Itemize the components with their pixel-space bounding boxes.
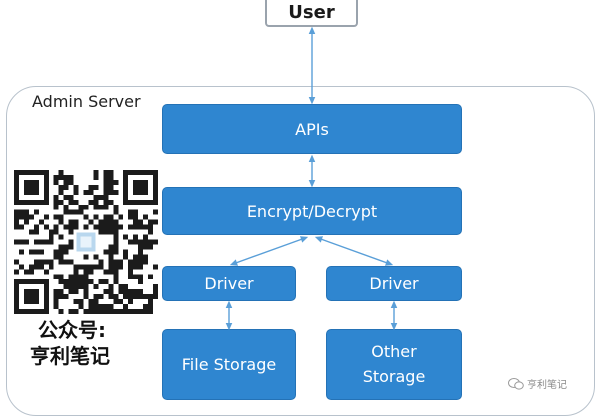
file-storage-block: File Storage: [162, 329, 296, 400]
apis-label: APIs: [295, 119, 329, 139]
encrypt-decrypt-label: Encrypt/Decrypt: [246, 201, 378, 221]
wechat-icon: [508, 377, 524, 390]
wechat-account-name: 亨利笔记: [30, 344, 110, 368]
watermark: 亨利笔记: [508, 376, 567, 391]
driver-right-label: Driver: [369, 274, 419, 293]
encrypt-decrypt-block: Encrypt/Decrypt: [162, 187, 462, 235]
apis-block: APIs: [162, 104, 462, 154]
file-storage-label: File Storage: [181, 355, 277, 374]
driver-block-left: Driver: [162, 266, 296, 301]
driver-left-label: Driver: [204, 274, 254, 293]
user-box: User: [265, 0, 358, 27]
qr-code: [14, 170, 158, 314]
watermark-text: 亨利笔记: [527, 380, 567, 391]
other-storage-label-line2: Storage: [362, 366, 426, 386]
user-label: User: [288, 2, 335, 23]
wechat-account-label: 公众号:: [38, 318, 106, 342]
admin-server-label: Admin Server: [32, 92, 141, 111]
other-storage-label-line1: Other: [371, 341, 417, 361]
other-storage-block: Other Storage: [326, 329, 462, 400]
driver-block-right: Driver: [326, 266, 462, 301]
